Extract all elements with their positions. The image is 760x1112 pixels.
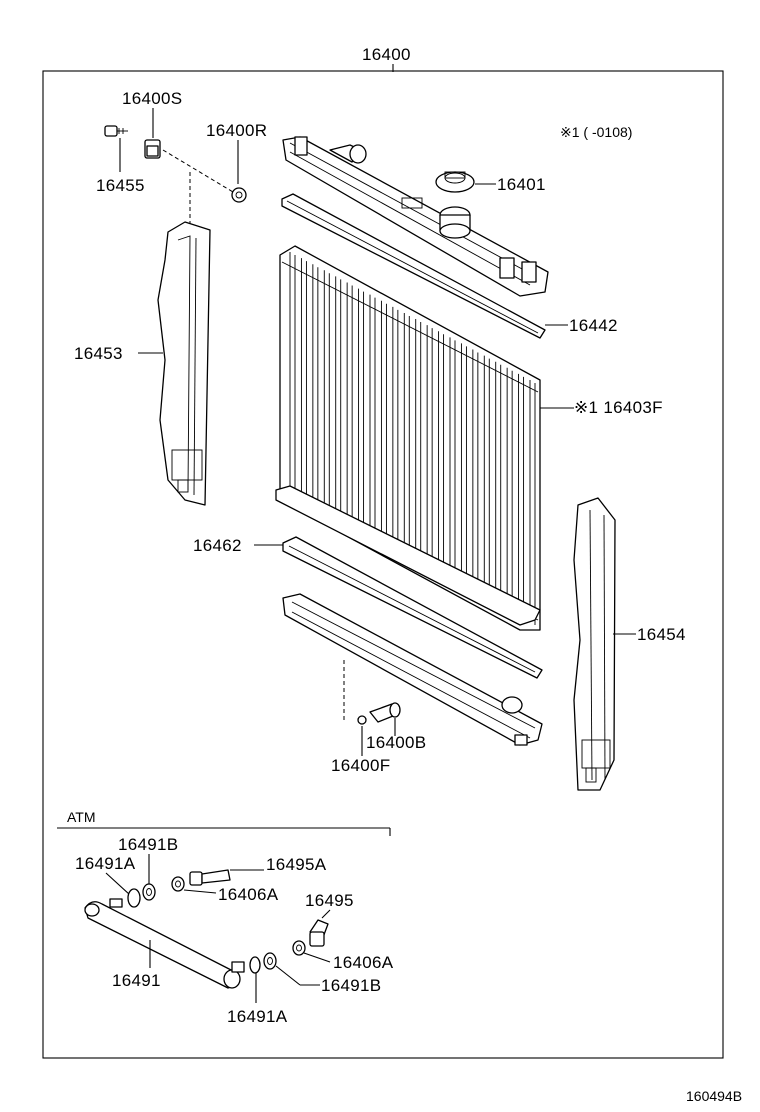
bolt-16495 — [309, 919, 329, 947]
label-16491A-b: 16491A — [227, 1007, 288, 1026]
label-16406A-b: 16406A — [333, 953, 394, 972]
label-16400R: 16400R — [206, 121, 267, 140]
nut-16406A-b — [292, 940, 306, 956]
support-16453 — [157, 221, 211, 506]
label-16406A-a: 16406A — [218, 885, 279, 904]
ring-16400R — [231, 187, 247, 203]
lower-tank — [282, 593, 543, 746]
radiator-core-16403F — [275, 245, 541, 631]
atm-section-label: ATM — [67, 809, 96, 825]
note-label: ※1 ( -0108) — [560, 124, 632, 140]
o-ring-16491A-a — [127, 888, 141, 908]
support-16454 — [573, 497, 616, 791]
bolt-16455 — [104, 125, 128, 137]
label-16491: 16491 — [112, 971, 161, 990]
gasket-16462 — [282, 536, 543, 679]
gasket-16442 — [281, 193, 546, 339]
label-16401: 16401 — [497, 175, 546, 194]
label-16400: 16400 — [362, 45, 411, 64]
nut-16406A-a — [171, 876, 185, 892]
radiator-cap-16401 — [435, 171, 475, 193]
drain-plug-16400S — [144, 139, 161, 159]
label-16462: 16462 — [193, 536, 242, 555]
label-16491B-b: 16491B — [321, 976, 381, 995]
label-16453: 16453 — [74, 344, 123, 363]
drain-cock-16400B — [369, 702, 401, 723]
washer-16491B-a — [142, 883, 156, 901]
label-16442: 16442 — [569, 316, 618, 335]
o-ring-16491A-b — [249, 956, 261, 974]
bolt-16495A — [189, 869, 231, 886]
label-16454: 16454 — [637, 625, 686, 644]
upper-tank — [282, 136, 549, 297]
washer-16491B-b — [263, 952, 277, 970]
label-16495A: 16495A — [266, 855, 327, 874]
pipe-16491 — [84, 898, 245, 989]
o-ring-16400F — [357, 715, 367, 725]
label-16400F: 16400F — [331, 756, 390, 775]
label-16400S: 16400S — [122, 89, 182, 108]
label-16491A-a: 16491A — [75, 854, 136, 873]
label-16495: 16495 — [305, 891, 354, 910]
label-16491B-a: 16491B — [118, 835, 178, 854]
label-16400B: 16400B — [366, 733, 426, 752]
label-16403F: ※1 16403F — [574, 398, 663, 417]
label-16455: 16455 — [96, 176, 145, 195]
diagram-frame — [42, 70, 724, 1059]
footer-code: 160494B — [686, 1088, 742, 1104]
